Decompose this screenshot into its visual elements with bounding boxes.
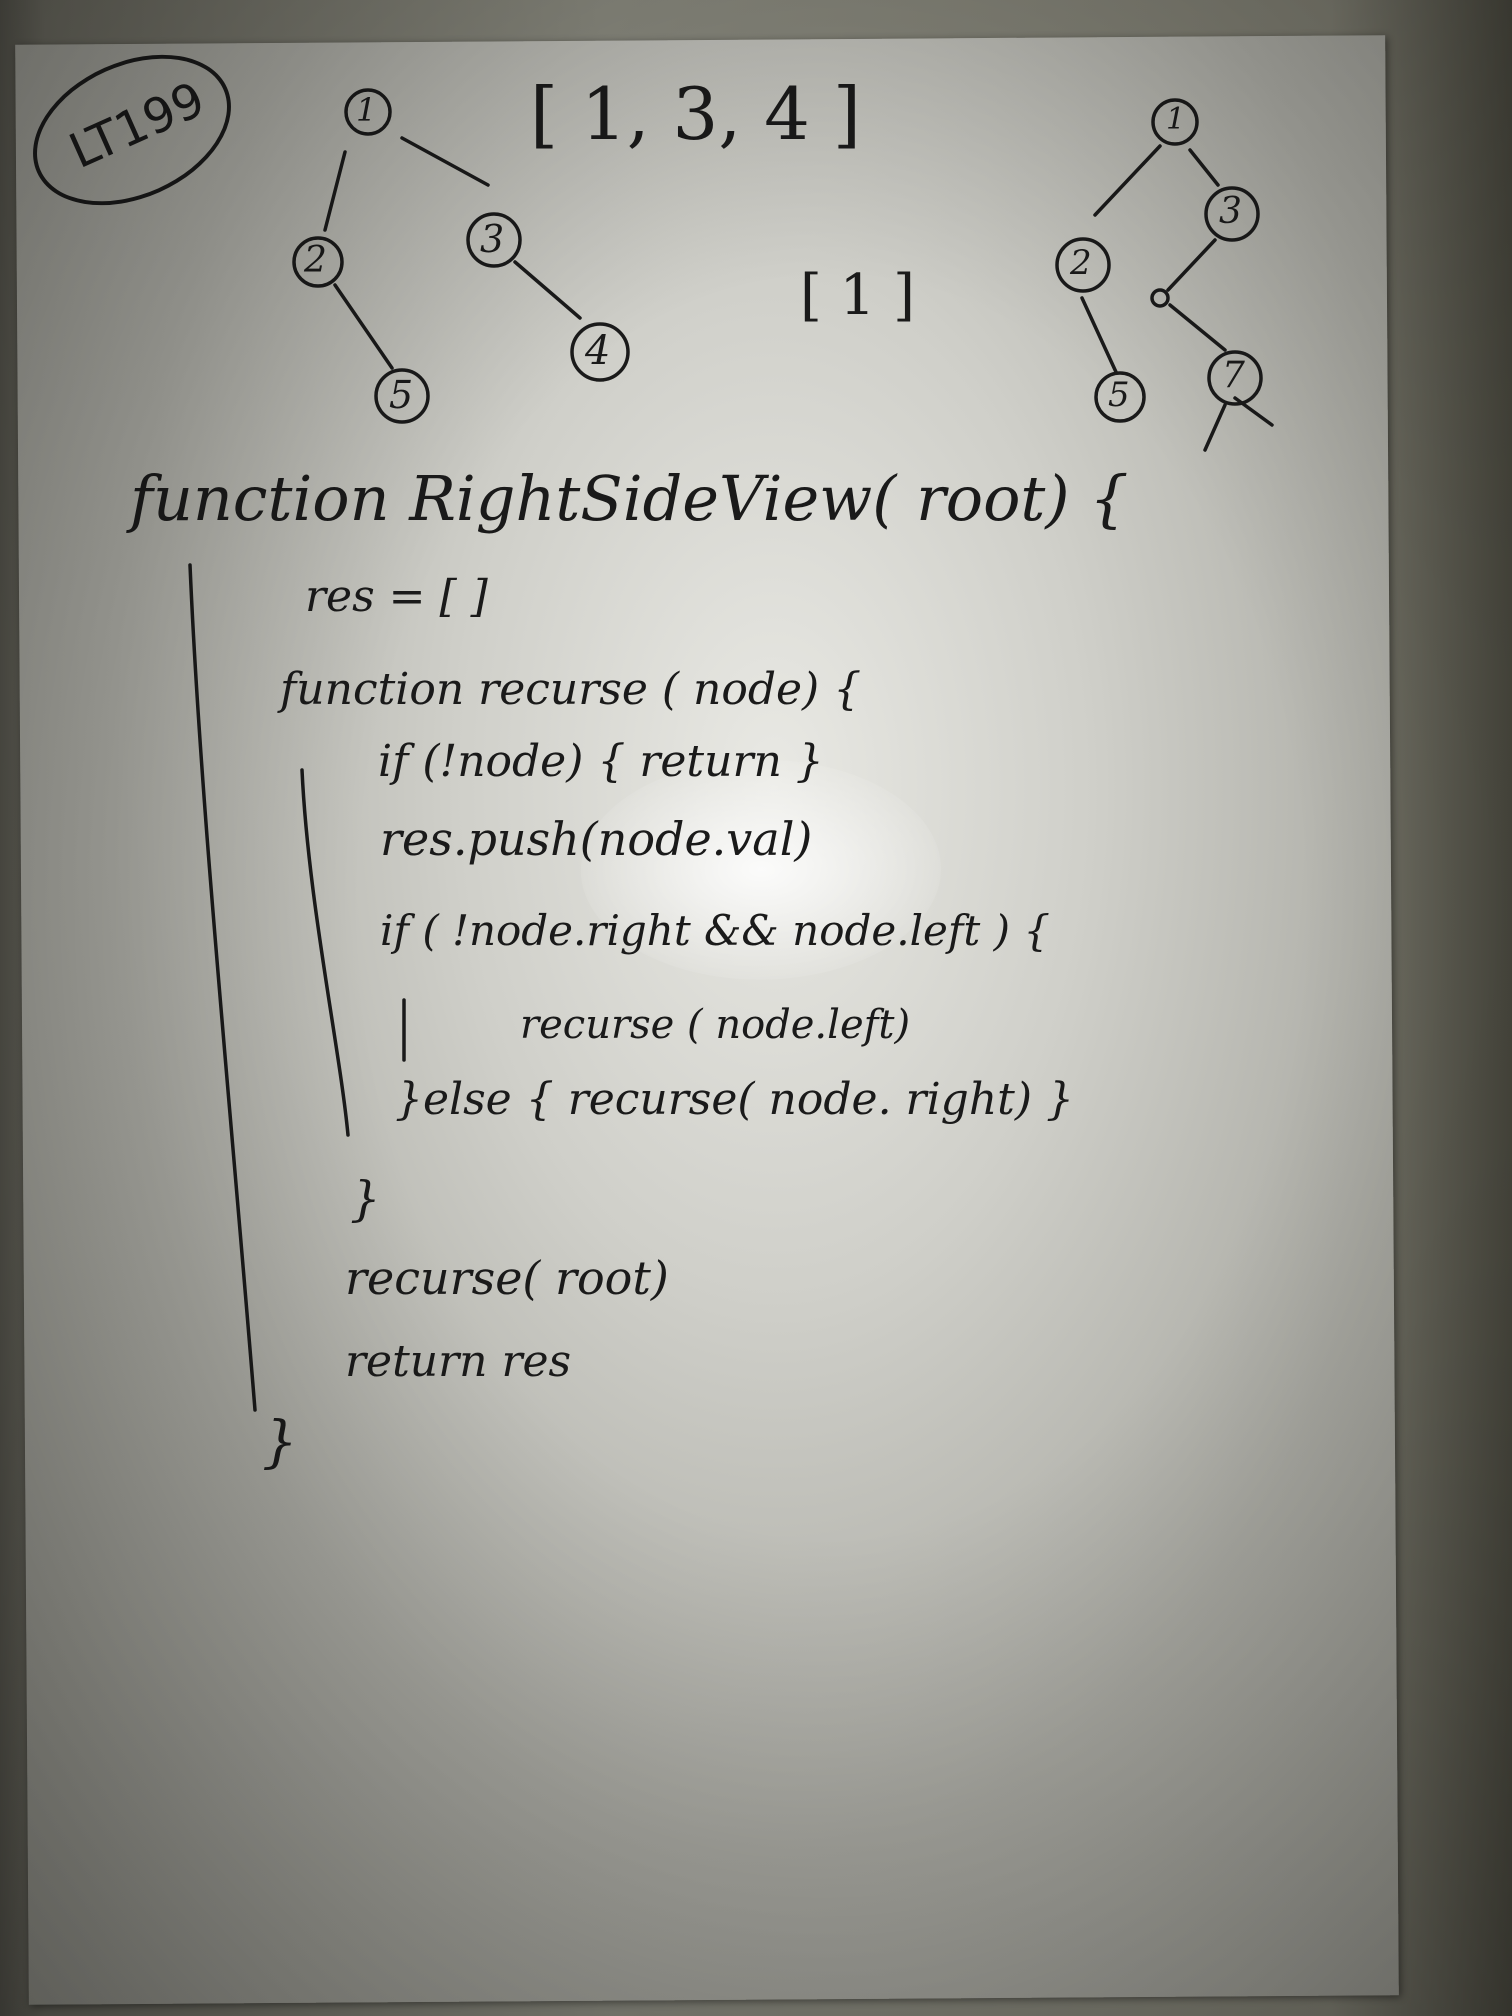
code-line-function-header: function RightSideView( root) {: [130, 462, 1129, 535]
code-line-res-init: res = [ ]: [305, 571, 488, 622]
tree2-edge-3-x: [1166, 238, 1217, 292]
code-line-null-check: if (!node) { return }: [378, 736, 824, 787]
tree2-pen-mark-2: [1203, 403, 1227, 452]
tree2-node-2: [1055, 237, 1111, 293]
tree2-edge-1-2: [1093, 144, 1162, 217]
code-line-else: }else { recurse( node. right) }: [395, 1074, 1074, 1125]
code-line-close-outer: }: [262, 1410, 298, 1475]
code-line-recurse-root: recurse( root): [345, 1251, 669, 1305]
tree1-node-1: [344, 88, 392, 136]
tree2-edge-2-5: [1080, 296, 1118, 374]
code-line-push: res.push(node.val): [380, 812, 813, 866]
tree1-edge-2-5: [333, 283, 394, 370]
tree2-edge-1-3: [1188, 148, 1220, 187]
tree2-edge-x-7: [1168, 303, 1227, 352]
tree1-label-3: 3: [480, 217, 505, 261]
inner-function-bar: [300, 768, 350, 1137]
code-line-recurse-header: function recurse ( node) {: [280, 664, 862, 715]
tree2-result: [ 1 ]: [800, 263, 915, 328]
tree2-label-2: 2: [1070, 243, 1092, 283]
tree2-node-1: [1151, 98, 1199, 146]
code-line-if-condition: if ( !node.right && node.left ) {: [380, 906, 1051, 955]
tree1-edge-3-4: [513, 260, 582, 320]
tree1-label-5: 5: [389, 373, 414, 417]
tree1-node-5: [374, 368, 430, 424]
tree1-label-2: 2: [304, 240, 327, 281]
code-line-recurse-left: recurse ( node.left): [520, 1002, 911, 1048]
tree2-node-3: [1204, 186, 1260, 242]
tree1-label-4: 4: [585, 328, 611, 374]
tree1-edge-1-3: [400, 136, 490, 187]
tree2-node-5: [1094, 371, 1146, 423]
tree2-label-3: 3: [1219, 191, 1242, 232]
tree2-label-5: 5: [1108, 375, 1130, 415]
code-line-close-inner: }: [350, 1171, 381, 1227]
tree1-node-4: [570, 322, 630, 382]
outer-function-bar: [188, 563, 257, 1412]
tree1-node-3: [466, 212, 522, 268]
tree1-node-2: [292, 236, 344, 288]
tree2-label-1: 1: [1166, 102, 1186, 137]
code-line-return: return res: [345, 1336, 572, 1387]
tree2-node-7: [1207, 350, 1263, 406]
tree2-node-dot: [1150, 288, 1170, 308]
tree1-label-1: 1: [356, 91, 377, 129]
tree1-edge-1-2: [323, 150, 347, 232]
tree2-label-7: 7: [1222, 355, 1245, 396]
tree1-result: [ 1, 3, 4 ]: [530, 72, 861, 156]
problem-tag-label: LT199: [61, 71, 213, 180]
